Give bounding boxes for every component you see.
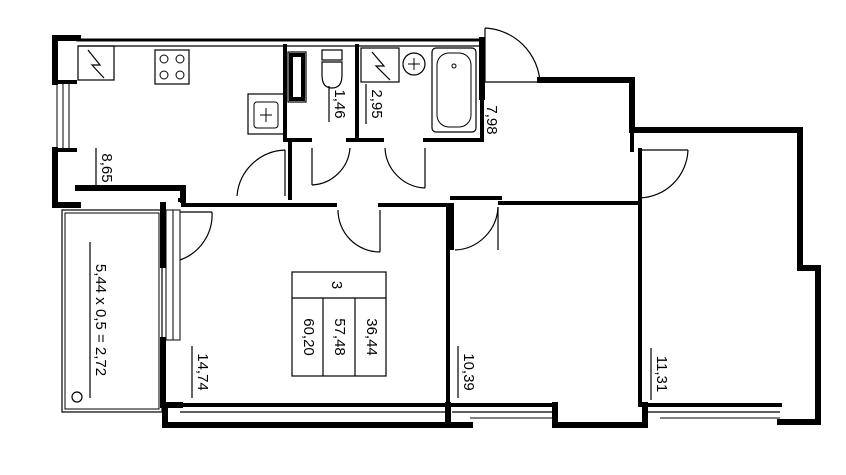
bedroom-right-area-text: 11,31 (653, 356, 670, 392)
bathroom-area-label: 2,95 (365, 84, 385, 124)
bedroom-middle-area-text: 10,39 (460, 353, 477, 391)
summary-table: 3 60,20 57,48 36,44 (291, 271, 387, 377)
hall-area-text: 7,98 (483, 105, 500, 134)
balcony-formula-label: 5,44 x 0,5 = 2,72 (89, 242, 109, 398)
exterior-walls (52, 35, 821, 428)
bedroom-right-area-label: 11,31 (650, 348, 670, 400)
living-room-area-text: 14,74 (194, 353, 211, 391)
washbasin-icon (402, 52, 426, 76)
toilet-area-label: 1,46 (328, 86, 348, 122)
kitchen-area-label: 8,65 (95, 148, 115, 188)
stove-icon (154, 49, 190, 85)
interior-walls (178, 44, 782, 419)
bathtub-icon (431, 47, 477, 133)
bathroom-fixtures (360, 47, 477, 133)
kitchen-window (53, 80, 77, 152)
toilet-fixtures (321, 49, 343, 89)
bath-riser-icon (360, 47, 400, 83)
bedroom-middle-area-label: 10,39 (457, 346, 477, 398)
living-area-text: 36,44 (363, 318, 380, 356)
living-room-area-label: 14,74 (191, 346, 211, 398)
sink-icon (247, 93, 285, 135)
total-area-text: 60,20 (300, 318, 317, 356)
bathroom-area-text: 2,95 (368, 89, 385, 118)
hall-area-label: 7,98 (480, 100, 500, 140)
doors (179, 27, 689, 261)
riser-icon (77, 45, 115, 81)
toilet-area-text: 1,46 (331, 89, 348, 118)
rooms-count-text: 3 (328, 281, 345, 289)
kitchen-area-text: 8,65 (98, 153, 115, 182)
kitchen-fixtures (77, 45, 307, 135)
balcony (61, 209, 181, 413)
toilet-tank-icon (321, 49, 343, 61)
toilet-bowl-icon (321, 61, 343, 89)
useful-area-text: 57,48 (331, 318, 348, 356)
vent-shaft-icon (287, 51, 307, 103)
balcony-formula-text: 5,44 x 0,5 = 2,72 (92, 264, 109, 376)
